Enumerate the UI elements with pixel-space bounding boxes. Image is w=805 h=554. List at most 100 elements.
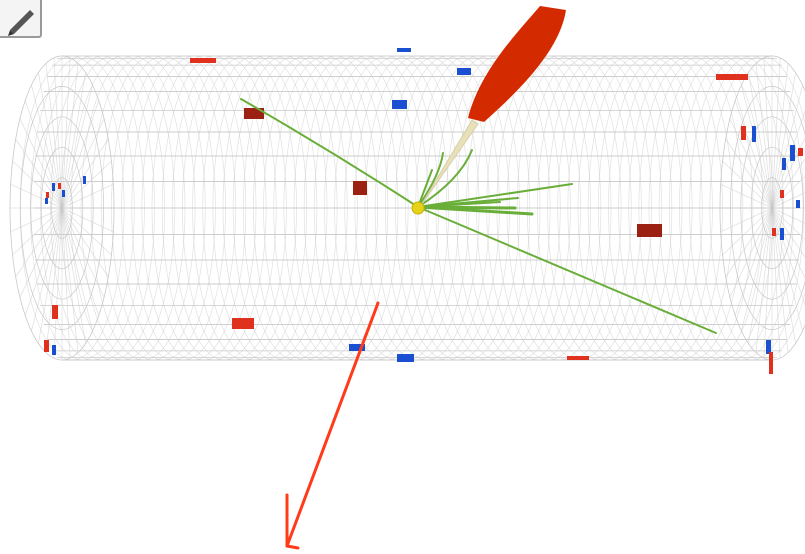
barrel-ring bbox=[222, 55, 328, 361]
track bbox=[417, 201, 501, 208]
barrel-ring bbox=[273, 55, 379, 361]
endcap-ring bbox=[9, 55, 115, 361]
muon-hit bbox=[766, 340, 771, 354]
barrel-ring bbox=[171, 55, 277, 361]
muon-hit bbox=[62, 190, 65, 197]
jet-cone bbox=[419, 6, 566, 208]
calo-deposit bbox=[46, 192, 49, 198]
endcap-spoke bbox=[734, 100, 773, 209]
endcap-spoke bbox=[725, 138, 773, 209]
barrel-ring bbox=[537, 55, 642, 361]
endcap-spoke bbox=[748, 207, 773, 344]
endcap-spoke bbox=[15, 207, 63, 278]
endcap-spoke bbox=[24, 207, 63, 316]
barrel-ring bbox=[182, 55, 287, 361]
endcap-spoke bbox=[61, 207, 105, 298]
primary-vertex bbox=[411, 201, 425, 215]
calo-deposit bbox=[780, 190, 784, 198]
endcap-spoke bbox=[61, 207, 100, 316]
endcap-spoke bbox=[61, 72, 86, 209]
endcap-spoke bbox=[755, 63, 773, 209]
endcap-ring bbox=[730, 86, 805, 330]
calo-deposit bbox=[44, 340, 49, 352]
track bbox=[417, 149, 473, 208]
endcap-spoke bbox=[771, 158, 805, 209]
endcap-spoke bbox=[763, 207, 773, 359]
calo-deposit bbox=[769, 352, 773, 374]
barrel-ring bbox=[263, 55, 368, 361]
barrel-ring bbox=[709, 55, 805, 361]
endcap-ring bbox=[51, 177, 73, 239]
endcap-spoke bbox=[763, 57, 773, 209]
track bbox=[240, 98, 419, 208]
calo-deposit bbox=[244, 108, 264, 119]
endcap-spoke bbox=[729, 207, 773, 298]
calo-deposit bbox=[567, 356, 589, 360]
muon-hit bbox=[392, 100, 407, 109]
muon-hit bbox=[457, 68, 471, 75]
edit-tool-button[interactable] bbox=[0, 0, 42, 38]
endcap-spoke bbox=[748, 72, 773, 209]
endcap-spoke bbox=[725, 207, 773, 278]
endcap-spoke bbox=[61, 63, 79, 209]
barrel-ring bbox=[131, 55, 237, 361]
muon-hit bbox=[45, 198, 48, 204]
endcap-ring bbox=[740, 116, 804, 300]
muon-hit bbox=[752, 126, 756, 142]
barrel-ring bbox=[151, 55, 257, 361]
endcap-spoke bbox=[771, 137, 805, 209]
endcap-spoke bbox=[771, 207, 805, 258]
track bbox=[417, 206, 717, 334]
barrel-ring bbox=[141, 55, 247, 361]
muon-hit bbox=[83, 176, 86, 184]
calo-deposit bbox=[716, 74, 748, 80]
muon-hit bbox=[349, 344, 365, 351]
endcap-spoke bbox=[61, 207, 93, 332]
endcap-spoke bbox=[61, 84, 93, 209]
calo-deposit bbox=[353, 181, 367, 195]
endcap-spoke bbox=[720, 183, 773, 209]
barrel-ring bbox=[161, 55, 267, 361]
endcap-spoke bbox=[61, 57, 71, 209]
calo-deposit bbox=[772, 228, 776, 236]
charged-tracks bbox=[240, 98, 717, 334]
endcap-spoke bbox=[12, 160, 63, 209]
calo-deposit bbox=[52, 305, 58, 319]
track bbox=[417, 183, 573, 208]
endcap-spoke bbox=[61, 138, 109, 209]
calo-deposit bbox=[232, 318, 254, 329]
calo-deposit bbox=[58, 183, 61, 189]
barrel-ring bbox=[253, 55, 358, 361]
calo-deposit bbox=[190, 58, 216, 63]
endcap-spoke bbox=[15, 138, 63, 209]
muon-hit bbox=[52, 345, 56, 355]
endcap-spoke bbox=[771, 207, 805, 224]
muon-hit bbox=[52, 183, 55, 191]
muon-hit bbox=[790, 145, 795, 161]
barrel-ring bbox=[587, 55, 693, 361]
barrel-ring bbox=[283, 55, 389, 361]
endcap-spoke bbox=[53, 207, 63, 359]
barrel-ring bbox=[232, 55, 338, 361]
jet-cone-body bbox=[468, 6, 566, 122]
detector-barrel bbox=[9, 55, 805, 361]
endcap-spoke bbox=[771, 63, 789, 209]
endcap-spoke bbox=[10, 207, 63, 233]
endcap-spoke bbox=[729, 118, 773, 209]
endcap-spoke bbox=[38, 207, 63, 344]
jet-cone-core bbox=[419, 119, 479, 208]
barrel-ring bbox=[577, 55, 683, 361]
endcap-spoke bbox=[61, 183, 114, 209]
barrel-ring bbox=[608, 55, 713, 361]
endcap-spoke bbox=[771, 207, 805, 306]
endcap-spoke bbox=[53, 57, 63, 209]
endcap-spoke bbox=[771, 207, 803, 332]
endcap-spoke bbox=[734, 207, 773, 316]
muon-hit bbox=[782, 158, 786, 170]
endcap-spoke bbox=[771, 207, 805, 279]
detector-hits bbox=[44, 48, 803, 374]
track bbox=[417, 152, 444, 208]
missing-energy-arrow bbox=[285, 301, 380, 550]
